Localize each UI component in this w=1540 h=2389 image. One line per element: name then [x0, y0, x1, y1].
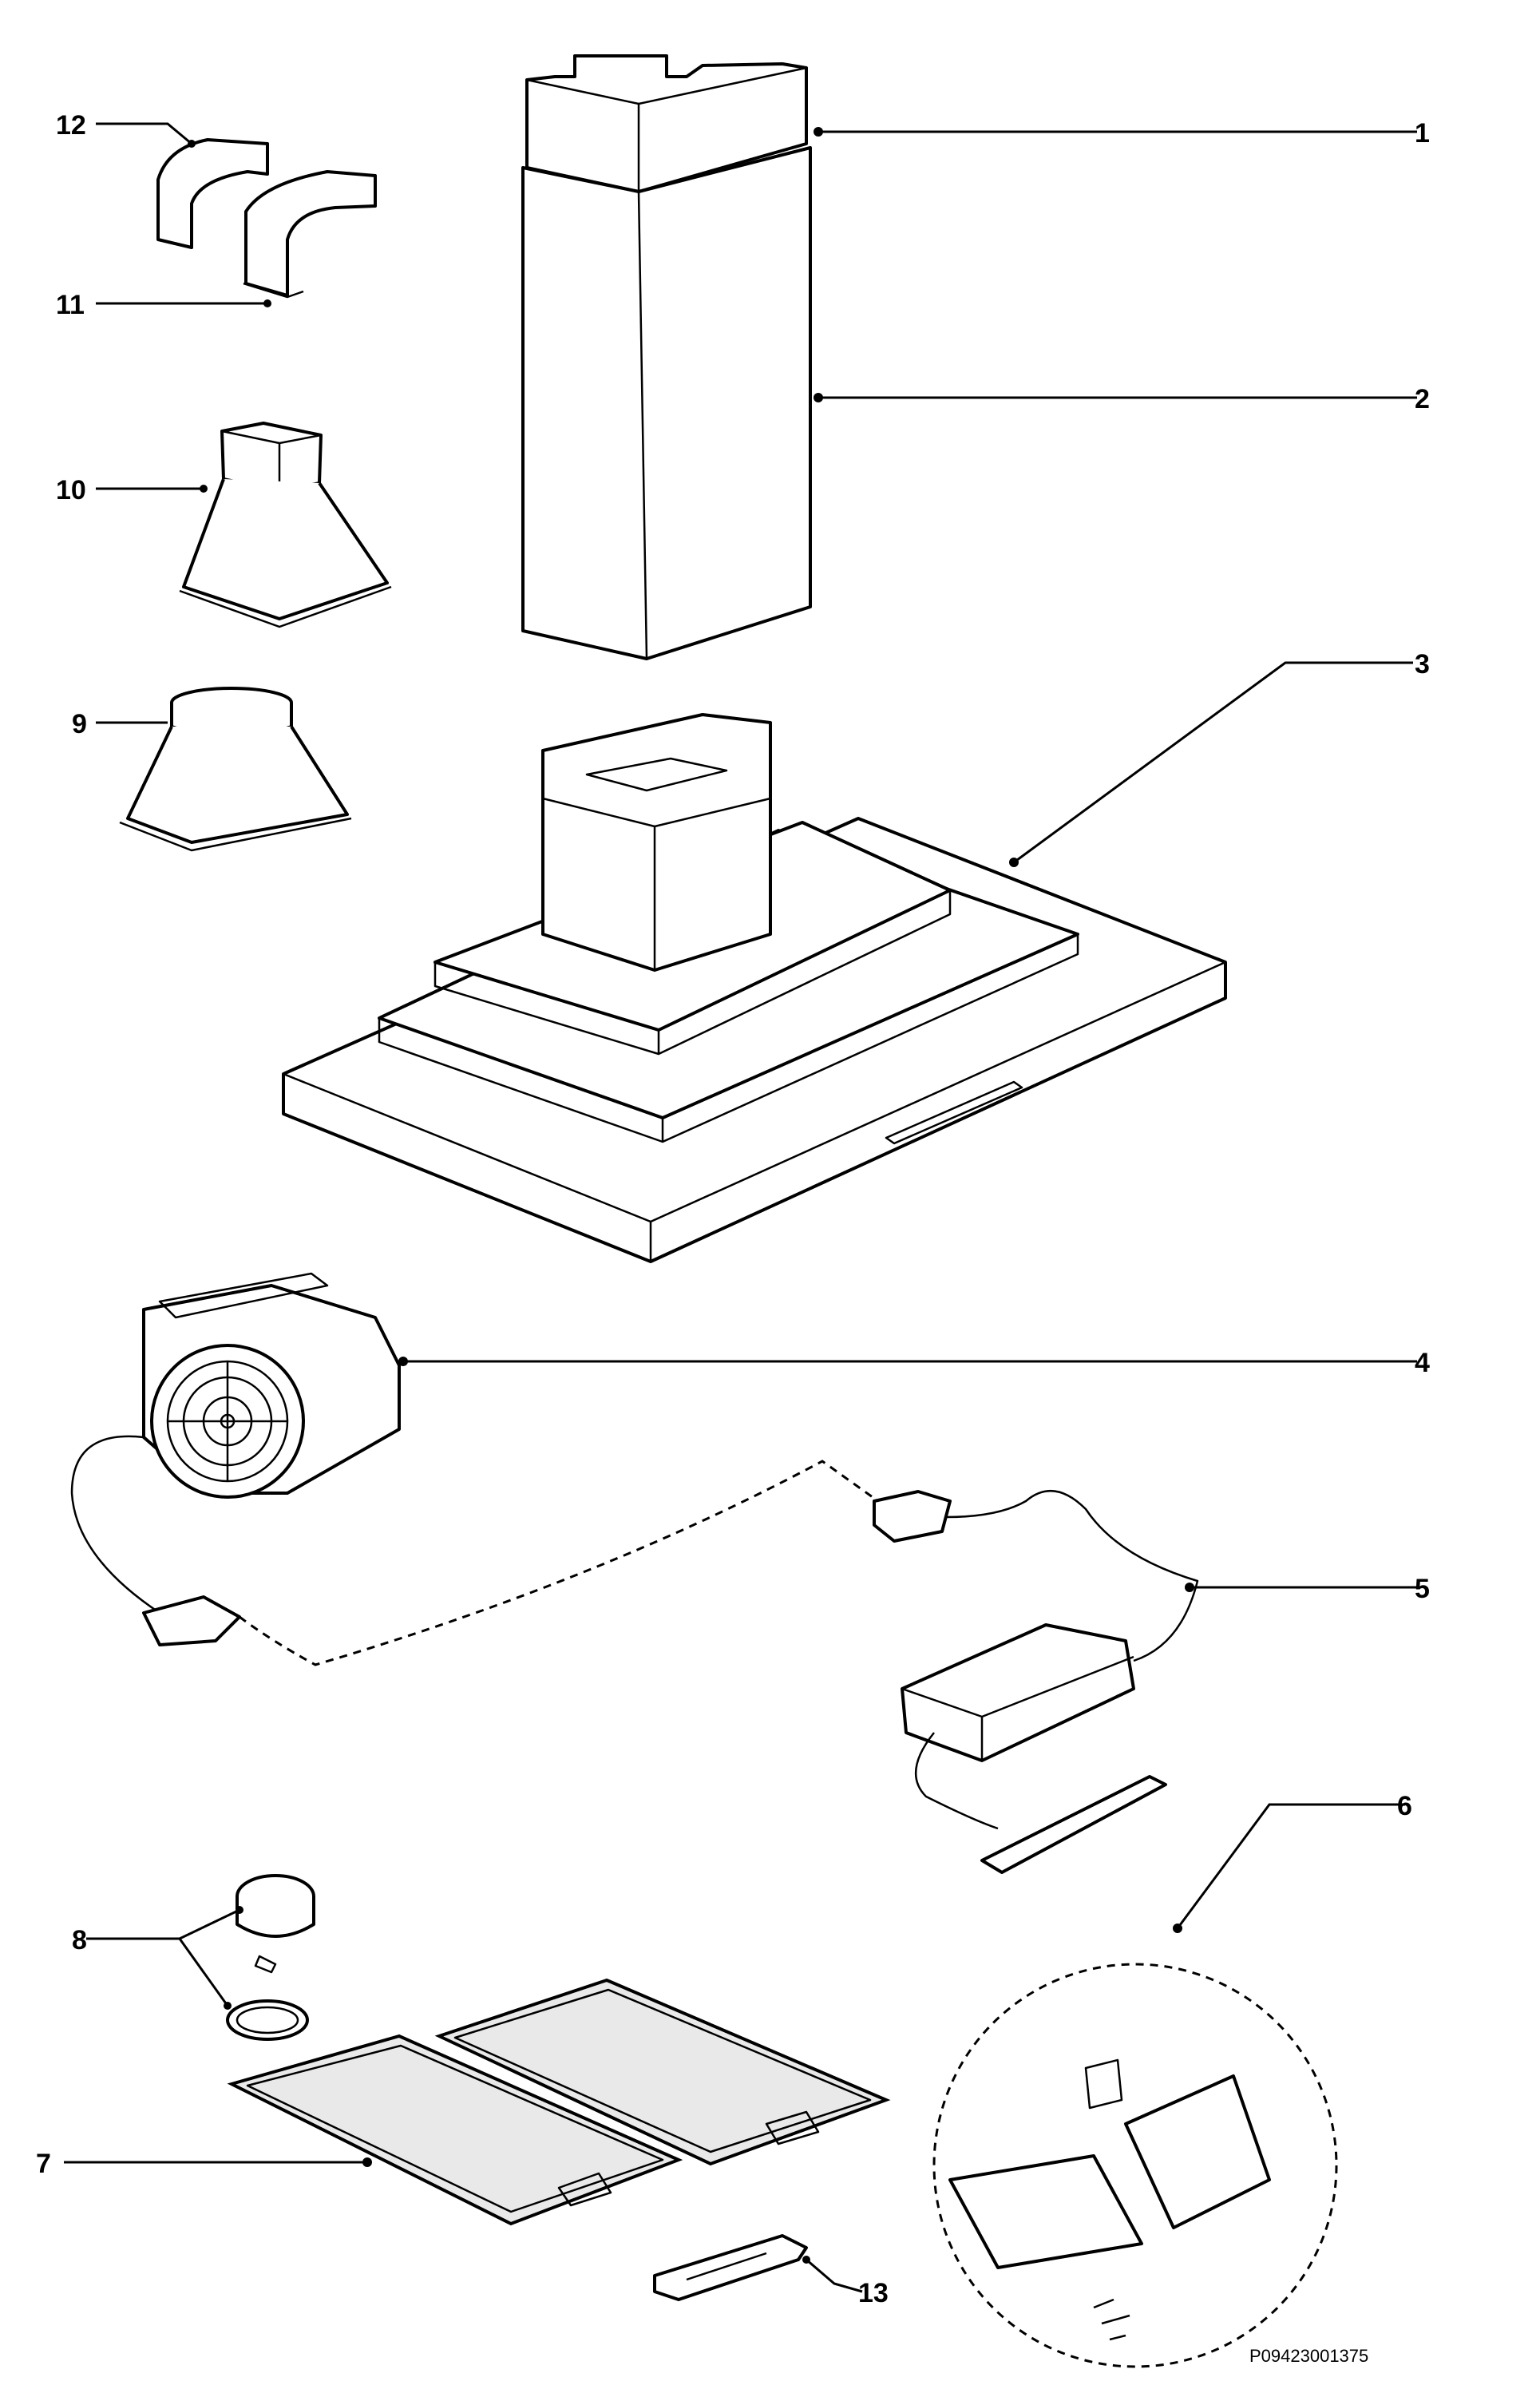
connector-dashed-line [239, 1460, 879, 1666]
leader-lines [64, 122, 1417, 2293]
callout-1: 1 [1415, 118, 1430, 149]
part-4-fan-motor [70, 1272, 401, 1646]
leader-dots [188, 127, 1194, 2264]
callout-3: 3 [1415, 649, 1430, 679]
callout-10: 10 [56, 475, 86, 505]
callout-6: 6 [1397, 1791, 1412, 1821]
callout-11: 11 [56, 290, 85, 320]
callout-9: 9 [72, 709, 87, 739]
part-8-lamp-assembly [226, 1874, 315, 2041]
part-10-square-adaptor [179, 422, 392, 628]
callout-12: 12 [56, 110, 86, 141]
callout-5: 5 [1415, 1574, 1430, 1604]
callout-labels: 1 2 3 4 5 6 7 8 9 10 11 12 13 [36, 110, 1430, 2308]
part-9-round-adaptor [119, 687, 352, 852]
callout-2: 2 [1415, 384, 1430, 414]
part-3-hood-body [282, 713, 1227, 1263]
callout-4: 4 [1415, 1348, 1430, 1378]
callout-13: 13 [858, 2278, 889, 2308]
part-2-lower-chimney [521, 146, 812, 660]
part-5-control-module [873, 1489, 1199, 1874]
part-7-grease-filters [227, 1978, 891, 2226]
part-13-bracket [653, 2234, 808, 2301]
callout-7: 7 [36, 2149, 51, 2179]
drawing-code: P09423001375 [1249, 2346, 1368, 2366]
part-6-accessory-kit [932, 1963, 1338, 2368]
callout-8: 8 [72, 1925, 87, 1955]
part-11-12-elbows [156, 138, 377, 299]
